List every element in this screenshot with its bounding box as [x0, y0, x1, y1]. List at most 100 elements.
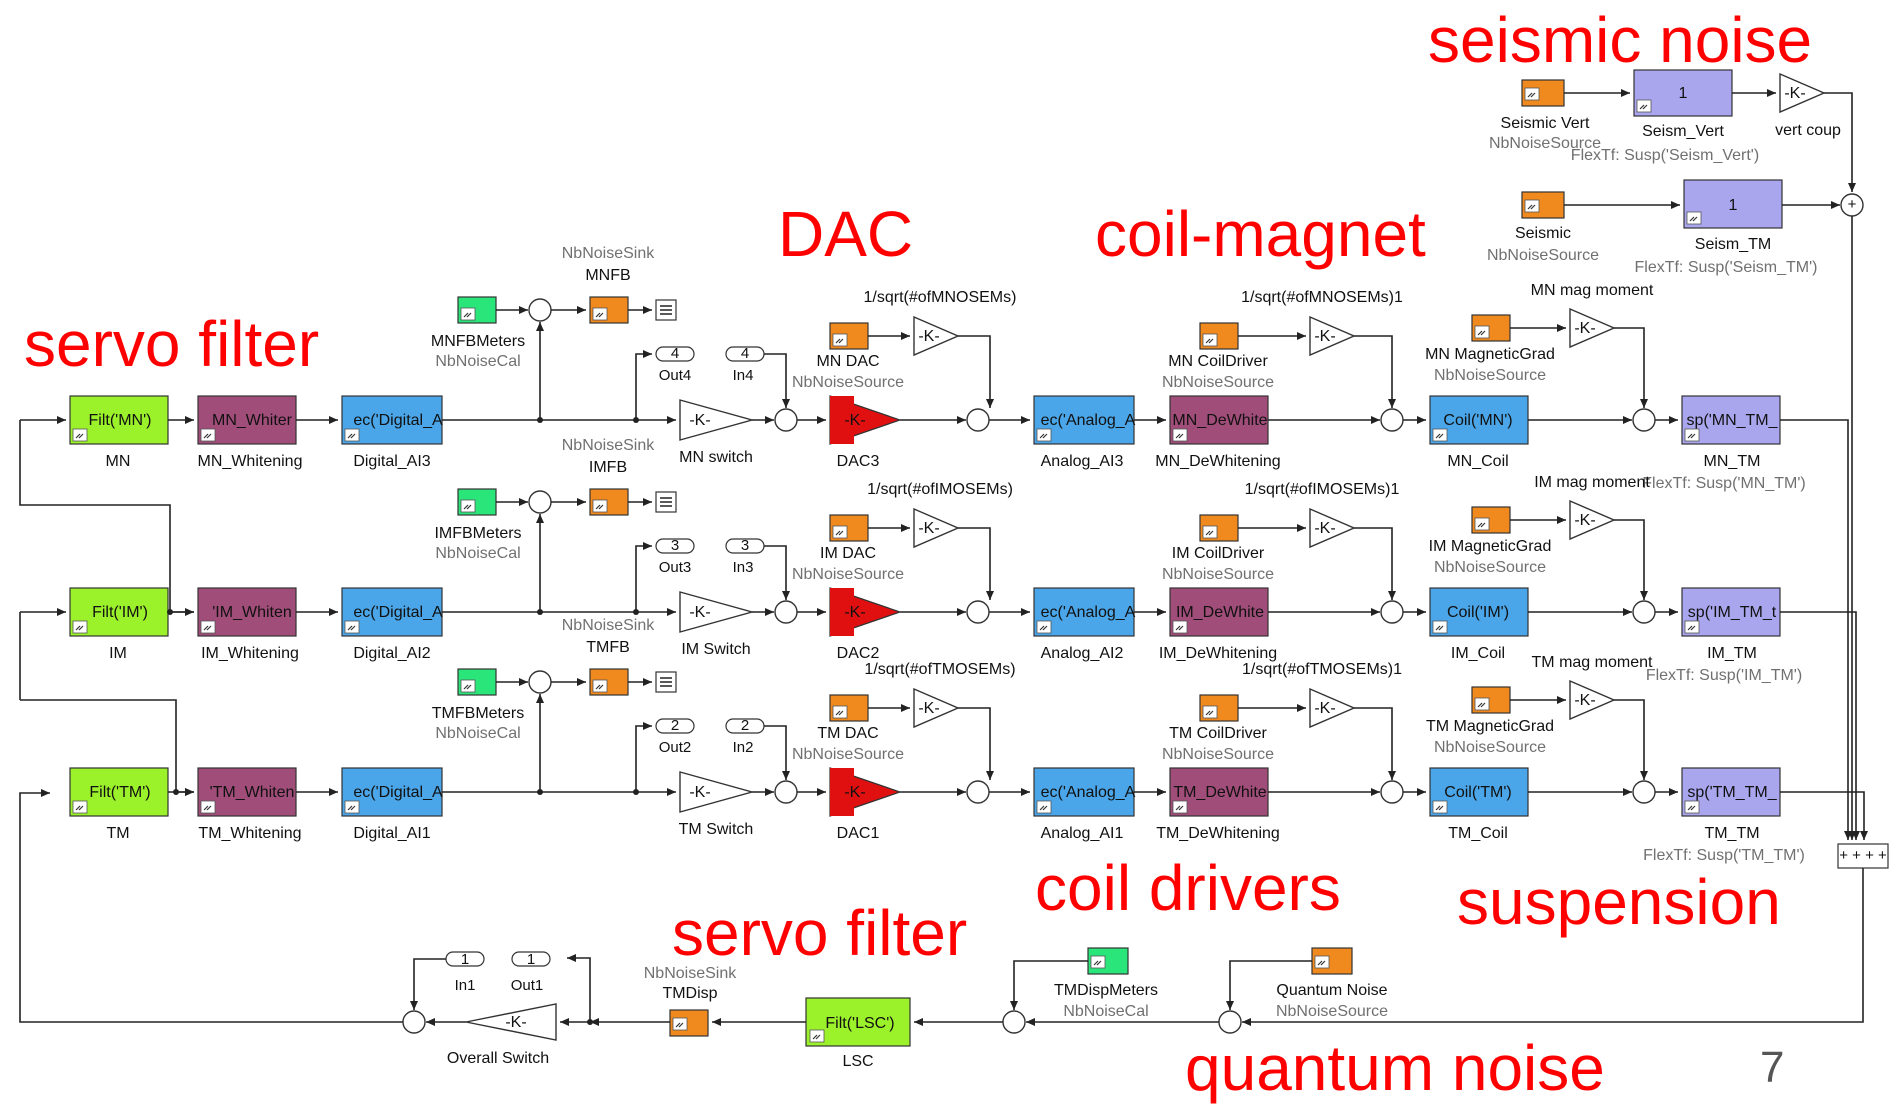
row1-terminator[interactable]	[655, 299, 677, 321]
row2-out-port[interactable]	[655, 538, 695, 554]
seismic-vert-source-label: Seismic Vert	[1501, 115, 1590, 132]
row1-dewhitening[interactable]	[1169, 395, 1269, 445]
row1-dac[interactable]	[829, 395, 902, 445]
row3-dac-sqrt-gain[interactable]	[913, 687, 960, 729]
row1-digital-adc[interactable]	[341, 395, 443, 445]
row3-dac[interactable]	[829, 767, 902, 817]
row3-switch-gain[interactable]	[679, 771, 755, 813]
row3-mag-grad-source[interactable]	[1471, 686, 1511, 714]
row1-mag-grad-label: MN MagneticGrad	[1425, 346, 1555, 363]
row1-suspension-sub: FlexTf: Susp('MN_TM')	[1642, 475, 1805, 492]
row1-coil-driver-gain[interactable]	[1309, 315, 1356, 357]
row1-fb-meters[interactable]	[457, 296, 497, 324]
row3-coil-text: Coil('TM')	[1444, 784, 1511, 801]
row2-fb-meters[interactable]	[457, 488, 497, 516]
row1-mag-sum[interactable]	[1632, 408, 1656, 432]
row2-digital-adc[interactable]	[341, 587, 443, 637]
row1-mag-moment-gain[interactable]	[1569, 307, 1616, 349]
row2-dac[interactable]	[829, 587, 902, 637]
row1-in-num: 4	[741, 345, 749, 362]
row3-coil-driver-sum[interactable]	[1380, 780, 1404, 804]
row1-coil[interactable]	[1429, 395, 1529, 445]
row3-meter-sum[interactable]	[528, 670, 552, 694]
overall-sum[interactable]	[402, 1010, 426, 1034]
row3-coil-driver-gain[interactable]	[1309, 687, 1356, 729]
row2-dac-sum[interactable]	[966, 600, 990, 624]
row2-meter-sum[interactable]	[528, 490, 552, 514]
row3-coil[interactable]	[1429, 767, 1529, 817]
row2-mag-grad-source[interactable]	[1471, 506, 1511, 534]
row3-out-port[interactable]	[655, 718, 695, 734]
seismic-vert-source[interactable]	[1521, 79, 1565, 107]
row2-whitening-label: IM_Whitening	[201, 645, 299, 662]
row3-coil-driver-source[interactable]	[1199, 694, 1239, 722]
row3-dewhitening[interactable]	[1169, 767, 1269, 817]
row3-fb-meters[interactable]	[457, 668, 497, 696]
row1-fb-sink[interactable]	[589, 296, 629, 324]
tmdisp-sink[interactable]	[669, 1009, 709, 1037]
row1-dac-noise-sub: NbNoiseSource	[792, 374, 904, 391]
row1-out-port[interactable]	[655, 346, 695, 362]
in1-num: 1	[461, 951, 469, 968]
lsc-filter-label: LSC	[842, 1053, 873, 1070]
seismic-source[interactable]	[1521, 191, 1565, 219]
seismic-tm-tf[interactable]	[1683, 179, 1783, 229]
row1-coil-driver-source[interactable]	[1199, 322, 1239, 350]
row1-meter-sum[interactable]	[528, 298, 552, 322]
tmdisp-meter-sum[interactable]	[1002, 1010, 1026, 1034]
row1-whitening[interactable]	[197, 395, 297, 445]
row1-analog-adc[interactable]	[1033, 395, 1135, 445]
row1-dac-sqrt-gain-text: -K-	[918, 328, 939, 345]
row2-fb-sink[interactable]	[589, 488, 629, 516]
tmdisp-meters[interactable]	[1087, 947, 1129, 975]
row2-dewhitening[interactable]	[1169, 587, 1269, 637]
row3-mag-sum[interactable]	[1632, 780, 1656, 804]
seismic-vert-tf[interactable]	[1633, 69, 1733, 117]
quantum-noise-source[interactable]	[1311, 947, 1353, 975]
row3-suspension[interactable]	[1681, 767, 1781, 817]
row1-suspension[interactable]	[1681, 395, 1781, 445]
row1-dac-sum[interactable]	[966, 408, 990, 432]
quantum-noise-sum[interactable]	[1218, 1010, 1242, 1034]
row2-coil-driver-sum[interactable]	[1380, 600, 1404, 624]
row2-mag-sum[interactable]	[1632, 600, 1656, 624]
row3-servo-filter[interactable]	[69, 767, 169, 817]
row3-digital-adc[interactable]	[341, 767, 443, 817]
row3-dac-sum[interactable]	[966, 780, 990, 804]
out1-port[interactable]	[511, 951, 551, 967]
row2-suspension[interactable]	[1681, 587, 1781, 637]
row2-coil-text: Coil('IM')	[1447, 604, 1509, 621]
row1-mag-grad-source[interactable]	[1471, 314, 1511, 342]
row1-switch-sum[interactable]	[774, 408, 798, 432]
row2-fb-sink-sub: NbNoiseSink	[562, 437, 655, 454]
row2-switch-sum[interactable]	[774, 600, 798, 624]
row2-servo-filter[interactable]	[69, 587, 169, 637]
overall-switch-gain[interactable]	[465, 1003, 557, 1041]
row3-fb-sink[interactable]	[589, 668, 629, 696]
row3-mag-moment-gain[interactable]	[1569, 679, 1616, 721]
row2-dac-noise-source[interactable]	[829, 514, 869, 542]
row2-dac-sqrt-gain[interactable]	[913, 507, 960, 549]
row2-switch-gain[interactable]	[679, 591, 755, 633]
row2-in-num: 3	[741, 537, 749, 554]
row1-switch-gain[interactable]	[679, 399, 755, 441]
row2-terminator[interactable]	[655, 491, 677, 513]
row2-coil-driver-gain[interactable]	[1309, 507, 1356, 549]
sum-bus[interactable]	[1837, 843, 1889, 869]
row1-dac-sqrt-gain[interactable]	[913, 315, 960, 357]
row3-terminator[interactable]	[655, 671, 677, 693]
vert-coup-gain[interactable]	[1779, 72, 1826, 114]
row2-mag-moment-gain[interactable]	[1569, 499, 1616, 541]
row2-whitening[interactable]	[197, 587, 297, 637]
seismic-source-sub: NbNoiseSource	[1487, 247, 1599, 264]
row3-switch-sum[interactable]	[774, 780, 798, 804]
annotation-suspension: suspension	[1457, 866, 1781, 938]
row2-coil-driver-source[interactable]	[1199, 514, 1239, 542]
row1-dac-noise-source[interactable]	[829, 322, 869, 350]
row1-coil-driver-sum[interactable]	[1380, 408, 1404, 432]
row2-out-label: Out3	[659, 559, 692, 576]
row3-dac-noise-source[interactable]	[829, 694, 869, 722]
row2-dac-sqrt-gain-label: 1/sqrt(#ofIMOSEMs)	[867, 481, 1013, 498]
row1-out-num: 4	[671, 345, 679, 362]
row1-dewhitening-text: MN_DeWhite	[1172, 412, 1267, 429]
